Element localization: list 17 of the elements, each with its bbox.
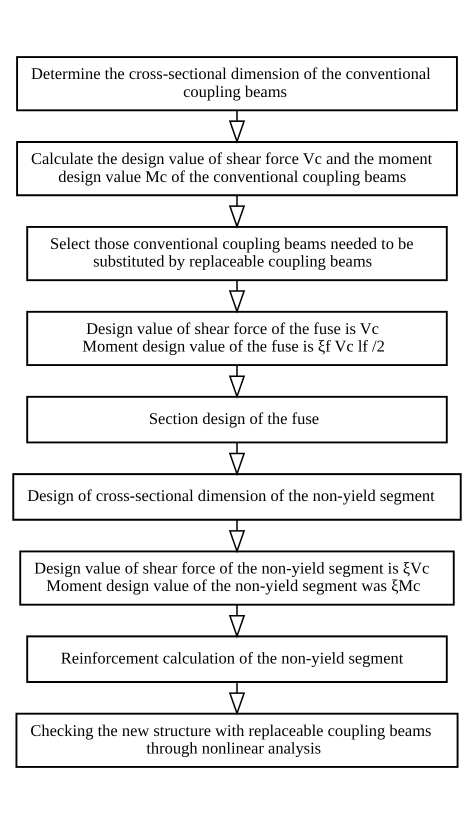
node-box: Checking the new structure with replaceable coupling beams through nonlinear analysis	[15, 712, 459, 768]
node-box: Reinforcement calculation of the non-yield segment	[26, 635, 448, 683]
arrow	[228, 280, 246, 314]
node-box: Design value of shear force of the fuse is Vc Moment design value of the fuse is ξf Vc lf /2	[26, 310, 448, 366]
arrow	[228, 520, 246, 554]
arrow	[228, 110, 246, 144]
arrow	[228, 365, 246, 399]
arrow	[228, 605, 246, 638]
node-box: Section design of the fuse	[26, 396, 448, 444]
arrow	[228, 682, 246, 716]
node-box: Select those conventional coupling beams needed to be substituted by replaceable coupling beams	[26, 226, 448, 282]
node-box: Determine the cross-sectional dimension of the conventional coupling beams	[16, 56, 458, 112]
arrow	[228, 196, 246, 229]
node-box: Calculate the design value of shear force Vc and the moment design value Mc of the conventional coupling beams	[16, 141, 458, 196]
node-box: Design of cross-sectional dimension of the non-yield segment	[12, 473, 462, 521]
node-box: Design value of shear force of the non-yield segment is ξVc Moment design value of the non-yield segment was ξMc	[19, 550, 455, 606]
arrow	[228, 442, 246, 476]
